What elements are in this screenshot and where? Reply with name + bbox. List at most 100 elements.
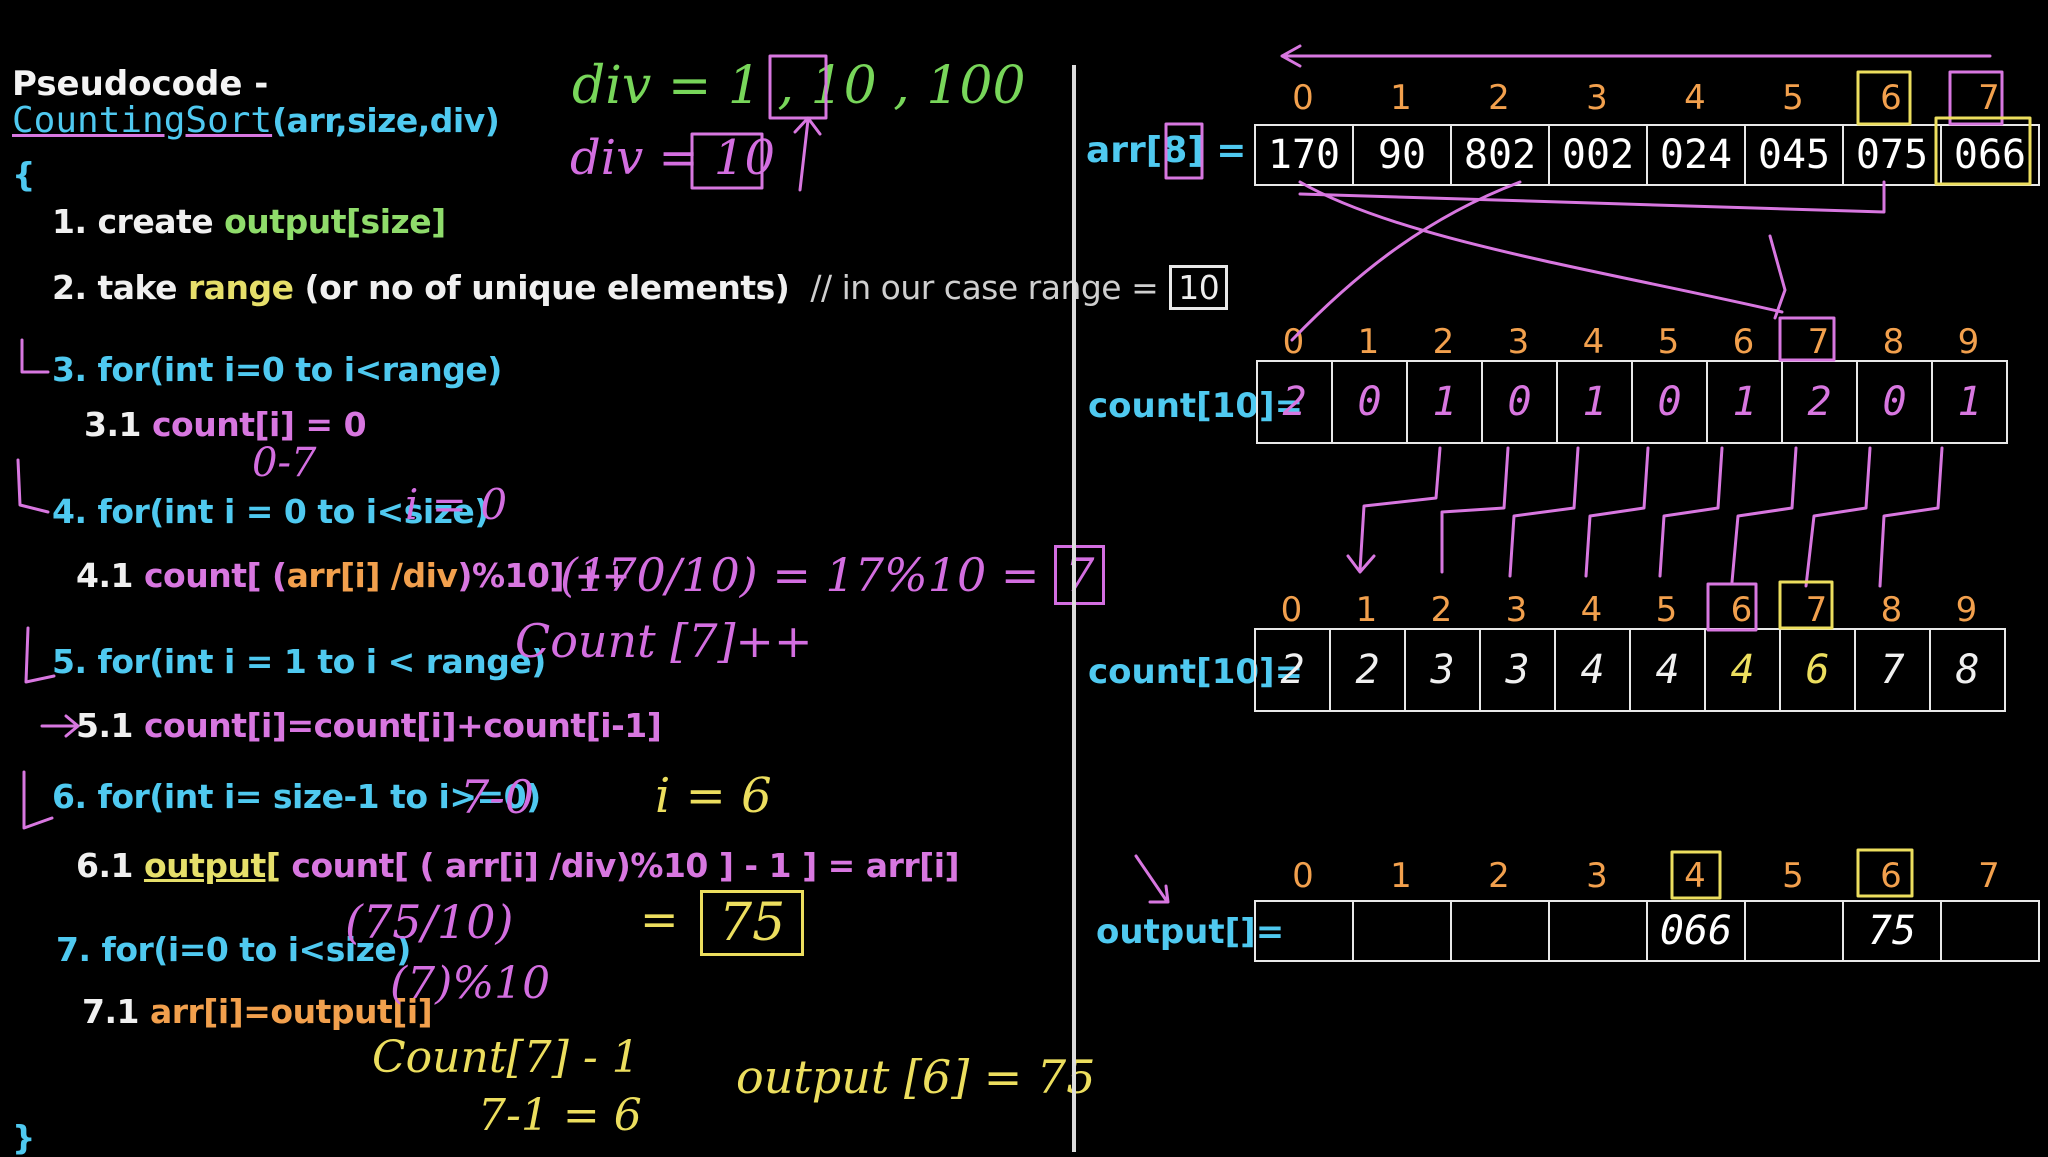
up-arrow: [793, 116, 822, 192]
step-3-1: 3.1 count[i] = 0: [84, 405, 367, 444]
loop-arrow-5: [24, 626, 56, 684]
arrow-5-1: [40, 714, 80, 738]
count1-index: 1: [1357, 322, 1380, 362]
loop-arrow-6: [22, 770, 54, 830]
range-7-0-note: 7-0: [460, 770, 535, 824]
i-eq-0-note: i = 0: [405, 480, 508, 529]
output-index: 0: [1292, 856, 1314, 896]
count2-label: count[10]=: [1088, 652, 1304, 692]
count1-cell: 0: [1483, 362, 1558, 442]
arr-cross-4: [1768, 234, 1787, 320]
zigzag-8: [1878, 446, 1944, 588]
arr-cell: 075: [1844, 126, 1942, 184]
count2-array: 2 2 3 3 4 4 4 6 7 8: [1254, 628, 2006, 712]
arr-index: 4: [1684, 78, 1706, 118]
count1-cell: 0: [1633, 362, 1708, 442]
count1-cell: 0: [1333, 362, 1408, 442]
calc1-box: 7: [1054, 545, 1106, 605]
arr-cross-1: [1298, 180, 1784, 314]
arr-cell: 90: [1354, 126, 1452, 184]
count2-index: 0: [1280, 590, 1303, 630]
range-0-7-note: 0-7: [252, 440, 317, 486]
step-1: 1. create output[size]: [52, 202, 446, 241]
arr-index7-box: [1948, 70, 2004, 126]
output-index: 5: [1782, 856, 1804, 896]
arr-cell: 002: [1550, 126, 1648, 184]
count2-index: 3: [1505, 590, 1528, 630]
arr-index: 6: [1880, 78, 1902, 118]
count2-cell: 4: [1631, 630, 1706, 710]
arr-highlight-box: [1934, 116, 2032, 186]
count2-index: 7: [1805, 590, 1828, 630]
step-7-1: 7.1 arr[i]=output[i]: [82, 992, 433, 1031]
zigzag-7: [1804, 446, 1872, 588]
arr-index: 0: [1292, 78, 1314, 118]
output-cell: [1354, 902, 1452, 960]
count1-index: 4: [1582, 322, 1605, 362]
count1-cell: 0: [1858, 362, 1933, 442]
step-2: 2. take range (or no of unique elements)…: [52, 265, 1229, 310]
output-index6-box: [1856, 848, 1914, 898]
loop-arrow-4: [16, 458, 50, 514]
count1-cell: 1: [1558, 362, 1633, 442]
arr-cell: 024: [1648, 126, 1746, 184]
zigzag-3: [1508, 446, 1580, 578]
arr-top-arrow: [1280, 44, 1992, 68]
equals-note: =: [640, 892, 679, 946]
zigzag-2: [1440, 446, 1510, 574]
count1-index: 2: [1432, 322, 1455, 362]
arr-indices: 0 1 2 3 4 5 6 7: [1254, 78, 2038, 118]
function-name: CountingSort: [12, 100, 273, 141]
count2-index: 5: [1655, 590, 1678, 630]
arr-cell: 045: [1746, 126, 1844, 184]
arr-cross-2: [1290, 180, 1522, 342]
count1-index: 6: [1732, 322, 1755, 362]
count2-cell: 3: [1406, 630, 1481, 710]
count7-note: Count[7] - 1: [372, 1032, 640, 1083]
output-cell: [1452, 902, 1550, 960]
count1-index: 8: [1882, 322, 1905, 362]
arr-index: 3: [1586, 78, 1608, 118]
output-index: 1: [1390, 856, 1412, 896]
output-indices: 0 1 2 3 4 5 6 7: [1254, 856, 2038, 896]
output-assign-note: output [6] = 75: [736, 1050, 1096, 1104]
step-6-1: 6.1 output[ count[ ( arr[i] /div)%10 ] -…: [76, 846, 960, 885]
output-index: 7: [1978, 856, 2000, 896]
arr-index: 1: [1390, 78, 1412, 118]
output-index: 6: [1880, 856, 1902, 896]
count1-indices: 0 1 2 3 4 5 6 7 8 9: [1256, 322, 2006, 362]
output-index4-box: [1670, 850, 1722, 900]
count2-index: 9: [1955, 590, 1978, 630]
count2-cell: 4: [1556, 630, 1631, 710]
count2-indices: 0 1 2 3 4 5 6 7 8 9: [1254, 590, 2004, 630]
arr-cell: 802: [1452, 126, 1550, 184]
count2-index6-box: [1706, 582, 1758, 632]
zigzag-4: [1584, 446, 1650, 578]
count2-index: 4: [1580, 590, 1603, 630]
count2-index: 2: [1430, 590, 1453, 630]
output-cell: [1256, 902, 1354, 960]
count2-cell: 8: [1955, 647, 1980, 693]
zigzag-1: [1346, 446, 1442, 574]
output-cell: [1550, 902, 1648, 960]
count1-index: 7: [1807, 322, 1830, 362]
arr-cross-3: [1298, 180, 1886, 214]
step-6: 6. for(int i= size-1 to i>=0): [52, 777, 541, 816]
function-params: (arr,size,div): [272, 101, 500, 140]
count1-cell: 1: [1708, 362, 1783, 442]
output-cell: 75: [1844, 902, 1942, 960]
arr-cell: 170: [1256, 126, 1354, 184]
count2-cell: 7: [1856, 630, 1931, 710]
count1-cell: 2: [1783, 362, 1858, 442]
arr-index8-box: [1164, 122, 1204, 180]
calc2b-note: (7)%10: [390, 958, 551, 1009]
pseudocode-heading: Pseudocode -: [12, 64, 269, 104]
count2-cell: 2: [1331, 630, 1406, 710]
arr-index: 7: [1978, 78, 2000, 118]
output-index: 3: [1586, 856, 1608, 896]
calc3-note: 7-1 = 6: [478, 1090, 642, 1141]
val75-note: 75: [700, 890, 805, 956]
brace-open: {: [12, 155, 36, 194]
div-values-note: div = 1 , 10 , 100: [572, 56, 1026, 116]
calc2a-note: (75/10): [345, 895, 514, 949]
